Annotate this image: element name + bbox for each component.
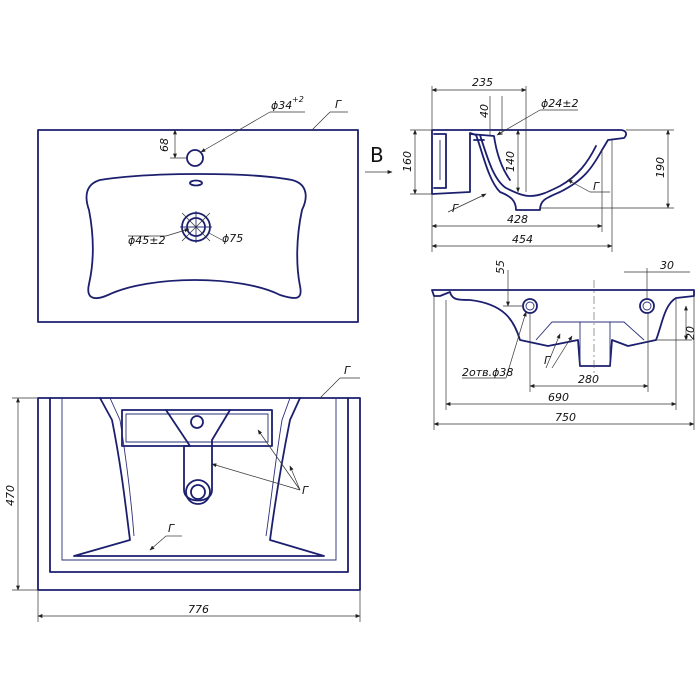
section-profile-inner xyxy=(479,134,597,197)
bottom-inner-frame-2 xyxy=(61,398,337,561)
overflow-dim: ϕ24±2 xyxy=(541,97,578,110)
tap-hole-dim: ϕ34 xyxy=(271,99,292,112)
glaze-leader-bottom-mid-3 xyxy=(289,465,301,491)
glaze-leader-section-right xyxy=(567,179,591,193)
dim-160-label: 160 xyxy=(401,151,414,172)
overflow-dim-leader xyxy=(496,109,541,136)
bottom-view: 470 776 Г Г Г xyxy=(4,364,361,622)
dim-30-label: 30 xyxy=(660,259,674,272)
drain-outer-dim: ϕ75 xyxy=(222,232,243,245)
dim-20-label: 20 xyxy=(684,326,697,340)
dim-750-label: 750 xyxy=(555,411,576,424)
tap-hole-tol: +2 xyxy=(292,95,304,104)
dim-776-label: 776 xyxy=(188,603,209,616)
bottom-pedestal xyxy=(73,397,325,557)
glaze-leader-side-1 xyxy=(545,333,561,369)
tap-hole-leader xyxy=(200,111,271,153)
bottom-tank-inner xyxy=(125,413,269,443)
glaze-mark-bottom-mid: Г xyxy=(302,484,309,497)
top-view-outline xyxy=(37,129,359,323)
side-profile xyxy=(431,289,695,367)
dim-68-label: 68 xyxy=(158,138,171,152)
mount-hole-left-inner xyxy=(525,301,535,311)
mount-hole-right-inner xyxy=(642,301,652,311)
glaze-leader-top xyxy=(311,111,331,131)
dim-235-label: 235 xyxy=(472,76,493,89)
dim-280-label: 280 xyxy=(578,373,599,386)
mount-hole-left xyxy=(522,298,538,314)
bottom-overflow-hole xyxy=(190,415,204,429)
drain-outer-leader xyxy=(208,232,223,241)
mount-hole-right xyxy=(639,298,655,314)
glaze-mark-bottom-top: Г xyxy=(344,364,351,377)
glaze-mark-top: Г xyxy=(335,98,342,111)
side-view: 55 30 20 2отв.ϕ38 Г 280 690 750 xyxy=(431,259,697,430)
glaze-mark-section-right: Г xyxy=(593,180,600,193)
glaze-leader-bottom-top xyxy=(319,377,341,399)
dim-428-label: 428 xyxy=(507,213,528,226)
glaze-leader-bottom-low xyxy=(149,535,167,551)
overflow-channel xyxy=(433,133,511,189)
dim-40-label: 40 xyxy=(478,104,491,118)
mount-holes-dim: 2отв.ϕ38 xyxy=(462,366,513,379)
section-profile-outer xyxy=(431,129,627,211)
bottom-drain-inner xyxy=(190,484,206,500)
dim-55-label: 55 xyxy=(494,260,507,274)
dim-454-label: 454 xyxy=(512,233,533,246)
dim-190-label: 190 xyxy=(654,157,667,178)
glaze-leader-section-left xyxy=(447,193,487,213)
section-b-view: B 235 40 ϕ24±2 140 160 190 xyxy=(365,76,674,252)
bottom-inner-frame xyxy=(49,397,349,573)
top-view: 68 ϕ34 +2 Г ϕ45±2 ϕ75 xyxy=(37,95,359,323)
view-letter-b: B xyxy=(370,143,384,167)
side-basin-inner xyxy=(535,321,645,341)
tap-hole xyxy=(186,149,204,167)
drain-hole-dim: ϕ45±2 xyxy=(128,234,165,247)
glaze-mark-side: Г xyxy=(544,354,551,367)
drain-hole-leader xyxy=(165,228,190,237)
glaze-leader-side-2 xyxy=(551,335,573,369)
mount-holes-leader xyxy=(505,311,527,379)
top-view-bowl xyxy=(85,173,307,299)
glaze-mark-bottom-low: Г xyxy=(168,522,175,535)
glaze-leader-bottom-mid-1 xyxy=(211,463,301,491)
bottom-drain-outer xyxy=(185,479,211,505)
bottom-drain-channel xyxy=(165,409,231,502)
dim-470-label: 470 xyxy=(4,485,17,506)
dim-690-label: 690 xyxy=(548,391,569,404)
glaze-mark-section-left: Г xyxy=(452,202,459,215)
overflow-slot xyxy=(189,179,203,187)
drain-cross-2 xyxy=(181,212,211,242)
dim-140-label: 140 xyxy=(504,151,517,172)
bottom-pedestal-inner xyxy=(109,397,291,537)
bottom-tank xyxy=(121,409,273,447)
glaze-leader-bottom-mid-2 xyxy=(257,429,301,491)
